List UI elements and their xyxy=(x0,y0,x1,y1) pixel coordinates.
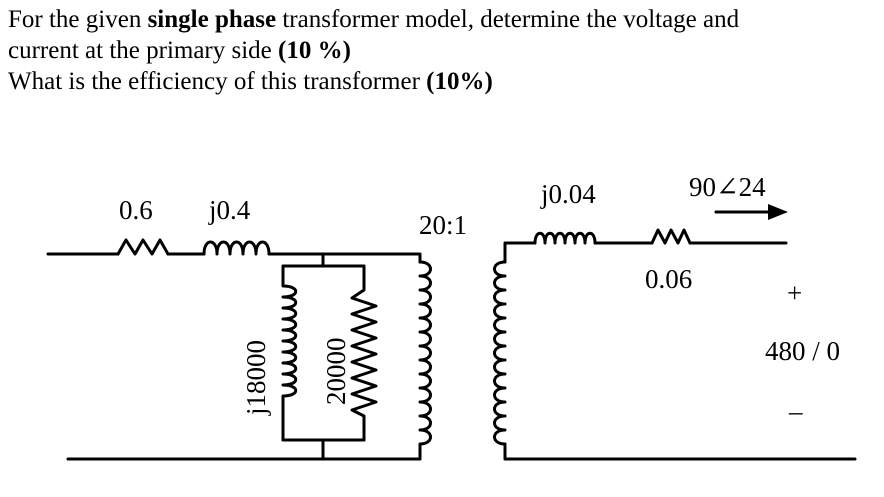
primary-inductor xyxy=(202,240,271,256)
transformer-primary-winding xyxy=(418,260,432,452)
load-voltage-label: 480 / 0 xyxy=(765,336,840,366)
secondary-reactance-label: j0.04 xyxy=(540,179,596,209)
core-resistance-label: 20000 xyxy=(321,338,351,406)
primary-bottom-wire xyxy=(66,448,422,461)
primary-reactance-label: j0.4 xyxy=(208,195,251,225)
magnetizing-reactance-label: j18000 xyxy=(241,340,271,416)
transformer-secondary-winding xyxy=(493,260,507,452)
secondary-top-wire-a xyxy=(503,241,537,264)
load-current-label: 90∠24 xyxy=(689,172,766,202)
question-line-2: current at the primary side (10 %) xyxy=(8,37,351,64)
secondary-resistance-label: 0.06 xyxy=(645,264,692,294)
voltage-minus-sign: – xyxy=(788,396,803,426)
secondary-resistor xyxy=(650,228,692,245)
question-text: For the given single phase transformer m… xyxy=(8,4,878,97)
question-line-1: For the given single phase transformer m… xyxy=(8,6,740,33)
voltage-plus-sign: + xyxy=(787,278,802,308)
secondary-bottom-wire xyxy=(503,448,857,461)
secondary-inductor xyxy=(533,231,597,245)
turns-ratio-label: 20:1 xyxy=(419,210,467,240)
magnetizing-inductor xyxy=(281,264,298,442)
wire-x-to-core xyxy=(267,252,422,264)
question-line-3: What is the efficiency of this transform… xyxy=(8,68,493,95)
current-arrow-head xyxy=(768,204,788,220)
core-loss-resistor xyxy=(350,264,378,442)
primary-resistor xyxy=(116,238,170,256)
primary-resistance-label: 0.6 xyxy=(119,195,153,225)
